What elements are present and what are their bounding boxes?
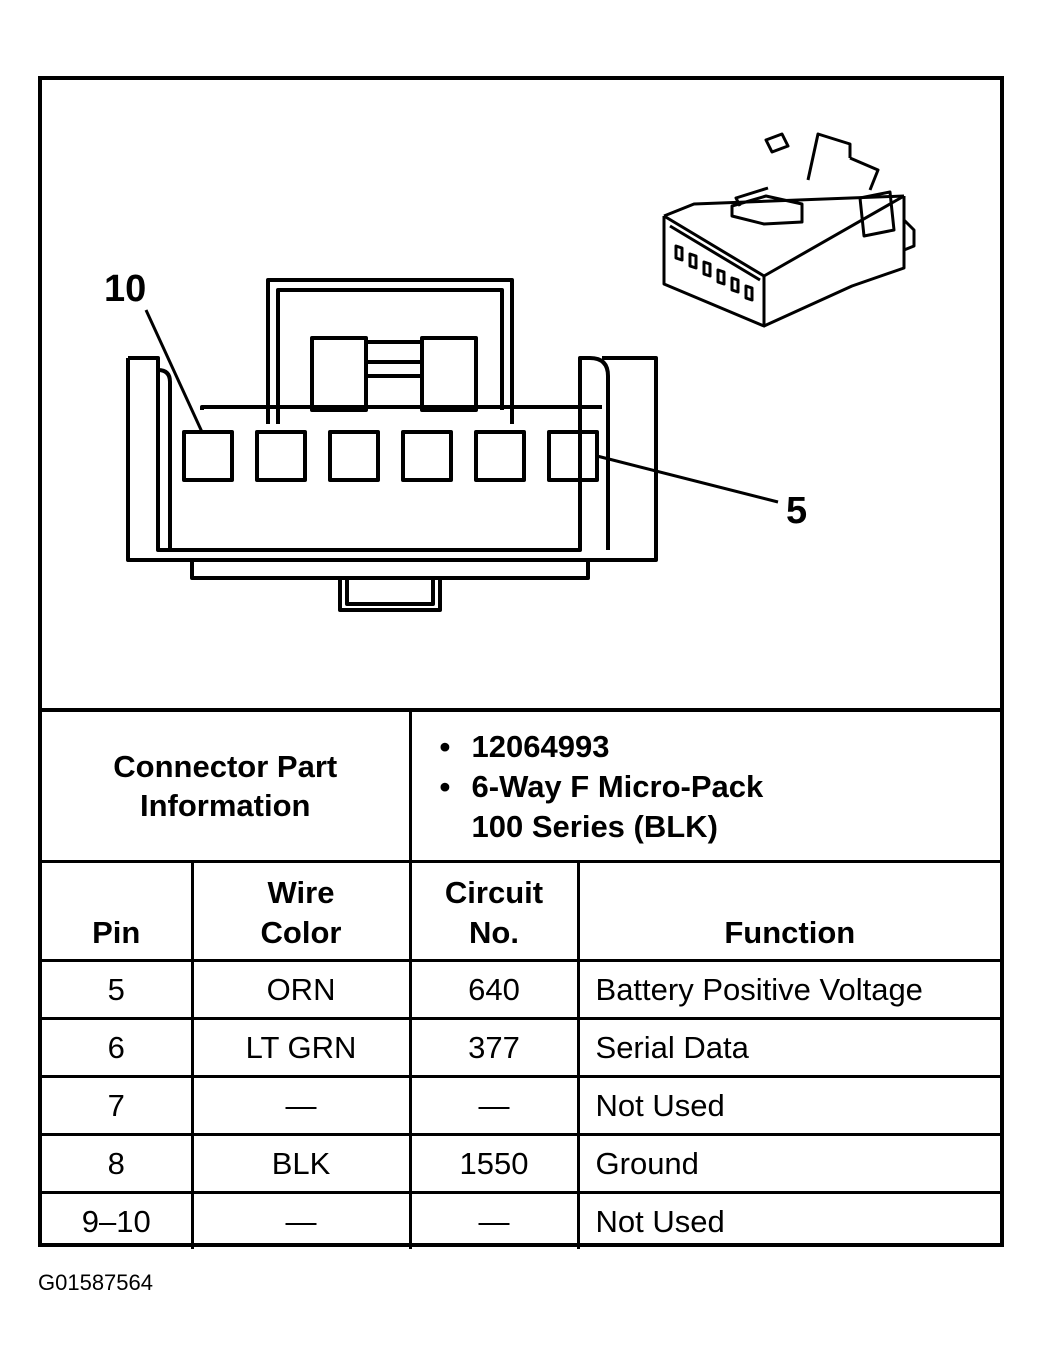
pin-cavities bbox=[182, 430, 599, 482]
connector-info-table: Connector Part Information 12064993 6-Wa… bbox=[42, 708, 1001, 1249]
pin-cell: 7 bbox=[42, 1075, 194, 1136]
leader-line-pin-10 bbox=[144, 309, 204, 433]
connector-part-label-cell: Connector Part Information bbox=[42, 708, 412, 863]
table-row: 9–10 — — Not Used bbox=[42, 1191, 1001, 1249]
connector-part-list: 12064993 6-Way F Micro-Pack 100 Series (… bbox=[412, 715, 1001, 857]
header-pin: Pin bbox=[42, 860, 194, 962]
header-circuit-no-text: Circuit No. bbox=[444, 875, 544, 950]
header-circuit-no: Circuit No. bbox=[408, 860, 580, 962]
wire-color-cell: LT GRN bbox=[190, 1017, 412, 1078]
circuit-no-cell: 1550 bbox=[408, 1133, 580, 1194]
function-cell: Not Used bbox=[576, 1191, 1001, 1249]
function-cell: Not Used bbox=[576, 1075, 1001, 1136]
cavity-5 bbox=[547, 430, 599, 482]
cavity-7 bbox=[401, 430, 453, 482]
table-row: 6 LT GRN 377 Serial Data bbox=[42, 1017, 1001, 1078]
cavity-9 bbox=[255, 430, 307, 482]
connector-part-label: Connector Part Information bbox=[113, 749, 338, 823]
connector-part-values-cell: 12064993 6-Way F Micro-Pack 100 Series (… bbox=[408, 708, 1001, 863]
function-cell: Battery Positive Voltage bbox=[576, 959, 1001, 1020]
connector-part-row: Connector Part Information 12064993 6-Wa… bbox=[42, 708, 1001, 863]
circuit-no-cell: — bbox=[408, 1191, 580, 1249]
table-row: 7 — — Not Used bbox=[42, 1075, 1001, 1136]
circuit-no-cell: — bbox=[408, 1075, 580, 1136]
pin-cell: 5 bbox=[42, 959, 194, 1020]
pin-5-callout: 5 bbox=[786, 490, 808, 532]
function-cell: Ground bbox=[576, 1133, 1001, 1194]
cavity-8 bbox=[328, 430, 380, 482]
part-number: 12064993 bbox=[440, 727, 1001, 767]
connector-diagram bbox=[126, 132, 916, 612]
wire-color-cell: — bbox=[190, 1075, 412, 1136]
connector-description: 6-Way F Micro-Pack 100 Series (BLK) bbox=[440, 767, 812, 847]
connector-figure-frame: 10 5 Connector Part Information 12064993… bbox=[38, 76, 1004, 1249]
pin-cell: 9–10 bbox=[42, 1191, 194, 1249]
leader-line-pin-5 bbox=[596, 454, 779, 504]
wire-color-cell: — bbox=[190, 1191, 412, 1249]
pin-10-callout: 10 bbox=[104, 268, 147, 310]
wire-color-cell: ORN bbox=[190, 959, 412, 1020]
function-cell: Serial Data bbox=[576, 1017, 1001, 1078]
table-row: 8 BLK 1550 Ground bbox=[42, 1133, 1001, 1194]
column-header-row: Pin Wire Color Circuit No. Function bbox=[42, 860, 1001, 962]
table-row: 5 ORN 640 Battery Positive Voltage bbox=[42, 959, 1001, 1020]
connector-face-view bbox=[126, 278, 658, 612]
connector-iso-sketch bbox=[662, 132, 916, 328]
header-function: Function bbox=[576, 860, 1001, 962]
wire-color-cell: BLK bbox=[190, 1133, 412, 1194]
circuit-no-cell: 640 bbox=[408, 959, 580, 1020]
pin-cell: 6 bbox=[42, 1017, 194, 1078]
cavity-10 bbox=[182, 430, 234, 482]
header-wire-color-text: Wire Color bbox=[260, 875, 342, 950]
circuit-no-cell: 377 bbox=[408, 1017, 580, 1078]
cavity-6 bbox=[474, 430, 526, 482]
pin-cell: 8 bbox=[42, 1133, 194, 1194]
header-wire-color: Wire Color bbox=[190, 860, 412, 962]
figure-id: G01587564 bbox=[38, 1270, 153, 1295]
